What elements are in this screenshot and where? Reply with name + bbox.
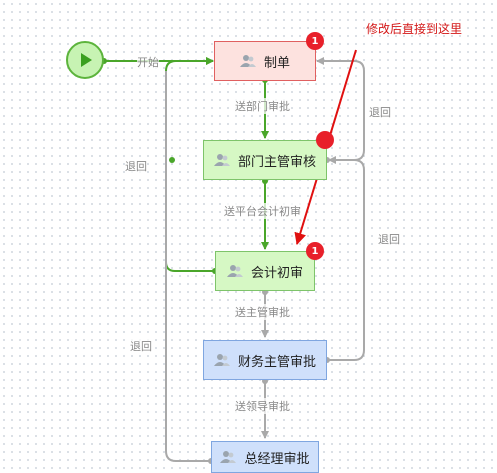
play-icon [81,53,92,67]
users-icon [213,154,230,166]
users-icon [213,354,230,366]
edge-label-return: 退回 [130,338,152,354]
notification-badge: 1 [306,242,324,260]
edge-label-to-acct: 送平台会计初审 [224,203,301,219]
edge-fin-return-to-dept[interactable] [327,156,365,361]
users-icon [220,451,237,463]
node-label: 会计初审 [250,265,303,281]
edge-label-start: 开始 [137,54,159,70]
edge-label-to-leader: 送领导审批 [235,398,290,414]
start-node[interactable] [66,41,104,79]
node-finance-review[interactable]: 财务主管审批 [203,340,327,380]
users-icon [226,265,243,277]
annotation-text: 修改后直接到这里 [366,22,463,36]
edge-label-to-fin: 送主管审批 [235,304,290,320]
node-label: 部门主管审核 [237,154,316,170]
edge-label-return: 退回 [369,104,391,120]
edge-gm-return-to-draft[interactable] [165,71,211,462]
edge-label-return: 退回 [125,158,147,174]
node-label: 财务主管审批 [237,354,316,370]
node-acct-first-review[interactable]: 会计初审 [215,251,315,291]
node-label: 制单 [263,55,290,71]
edge-label-return: 退回 [378,231,400,247]
node-gm-review[interactable]: 总经理审批 [211,441,319,473]
notification-badge [316,131,334,149]
notification-badge: 1 [306,32,324,50]
edge-label-to-dept: 送部门审批 [235,98,290,114]
users-icon [239,55,256,67]
node-dept-review[interactable]: 部门主管审核 [203,140,327,180]
node-draft[interactable]: 制单 [214,41,316,81]
node-label: 总经理审批 [244,451,310,467]
edge-dept-return-to-draft[interactable] [316,57,365,161]
